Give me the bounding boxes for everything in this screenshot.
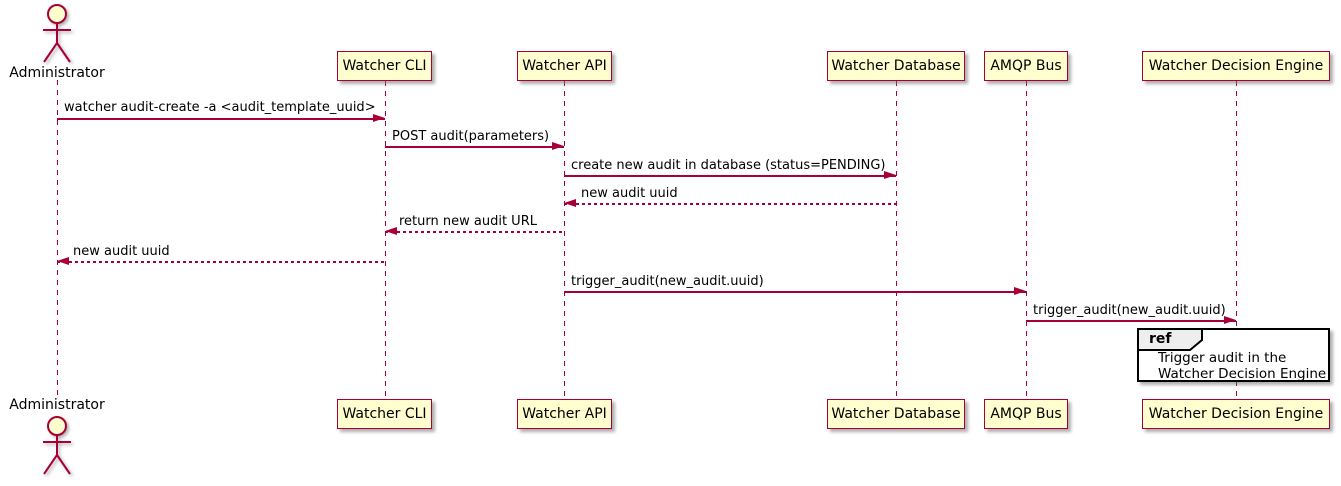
message-6-label: new audit uuid: [73, 244, 170, 259]
ref-fragment: ref Trigger audit in the Watcher Decisio…: [1137, 328, 1330, 382]
actor-icon-top: [43, 4, 71, 63]
lifeline-watcher-cli: [384, 81, 386, 399]
message-2-line: [385, 146, 564, 148]
participant-amqp-bus-top: AMQP Bus: [984, 51, 1068, 81]
participant-watcher-api-bottom: Watcher API: [517, 399, 612, 429]
participant-watcher-api-top: Watcher API: [517, 51, 612, 81]
message-4-label: new audit uuid: [581, 186, 678, 201]
message-7-line: [564, 291, 1026, 293]
message-5-line: [385, 231, 564, 233]
participant-label: Watcher Database: [831, 406, 961, 422]
ref-keyword: ref: [1149, 331, 1172, 347]
lifeline-watcher-api: [563, 81, 565, 399]
lifeline-watcher-decision-engine: [1235, 81, 1237, 399]
actor-icon-bottom: [43, 416, 71, 475]
participant-watcher-database-bottom: Watcher Database: [827, 399, 965, 429]
message-7-label: trigger_audit(new_audit.uuid): [571, 274, 764, 289]
participant-label: AMQP Bus: [990, 58, 1062, 74]
message-3-label: create new audit in database (status=PEN…: [571, 158, 886, 173]
actor-label-top: Administrator: [9, 65, 105, 81]
lifeline-amqp-bus: [1025, 81, 1027, 399]
participant-label: Watcher API: [522, 58, 607, 74]
participant-watcher-decision-engine-top: Watcher Decision Engine: [1142, 51, 1330, 81]
message-8-line: [1026, 320, 1236, 322]
participant-label: Watcher API: [522, 406, 607, 422]
participant-label: Watcher Decision Engine: [1148, 58, 1324, 74]
participant-label: AMQP Bus: [990, 406, 1062, 422]
message-1-arrowhead-icon: [373, 114, 385, 122]
participant-label: Watcher Decision Engine: [1148, 406, 1324, 422]
message-5-label: return new audit URL: [399, 214, 537, 229]
participant-watcher-decision-engine-bottom: Watcher Decision Engine: [1142, 399, 1330, 429]
message-4-line: [564, 203, 896, 205]
message-3-line: [564, 175, 896, 177]
lifeline-watcher-database: [895, 81, 897, 399]
message-5-arrowhead-icon: [385, 227, 397, 235]
participant-label: Watcher CLI: [342, 58, 427, 74]
message-2-arrowhead-icon: [552, 142, 564, 150]
actor-label-bottom: Administrator: [9, 397, 105, 413]
participant-watcher-cli-bottom: Watcher CLI: [337, 399, 432, 429]
message-6-arrowhead-icon: [57, 257, 69, 265]
ref-text-line1: Trigger audit in the: [1158, 350, 1287, 366]
lifeline-administrator: [56, 80, 58, 399]
message-8-arrowhead-icon: [1224, 316, 1236, 324]
message-1-label: watcher audit-create -a <audit_template_…: [64, 100, 376, 115]
message-7-arrowhead-icon: [1014, 287, 1026, 295]
participant-label: Watcher Database: [831, 58, 961, 74]
message-4-arrowhead-icon: [564, 199, 576, 207]
participant-label: Watcher CLI: [342, 406, 427, 422]
message-2-label: POST audit(parameters): [392, 129, 550, 144]
participant-amqp-bus-bottom: AMQP Bus: [984, 399, 1068, 429]
participant-watcher-cli-top: Watcher CLI: [337, 51, 432, 81]
participant-watcher-database-top: Watcher Database: [827, 51, 965, 81]
ref-tab-icon: [1137, 328, 1203, 351]
message-3-arrowhead-icon: [884, 171, 896, 179]
message-8-label: trigger_audit(new_audit.uuid): [1033, 303, 1226, 318]
message-6-line: [57, 261, 385, 263]
ref-text-line2: Watcher Decision Engine: [1158, 366, 1327, 382]
message-1-line: [57, 118, 385, 120]
